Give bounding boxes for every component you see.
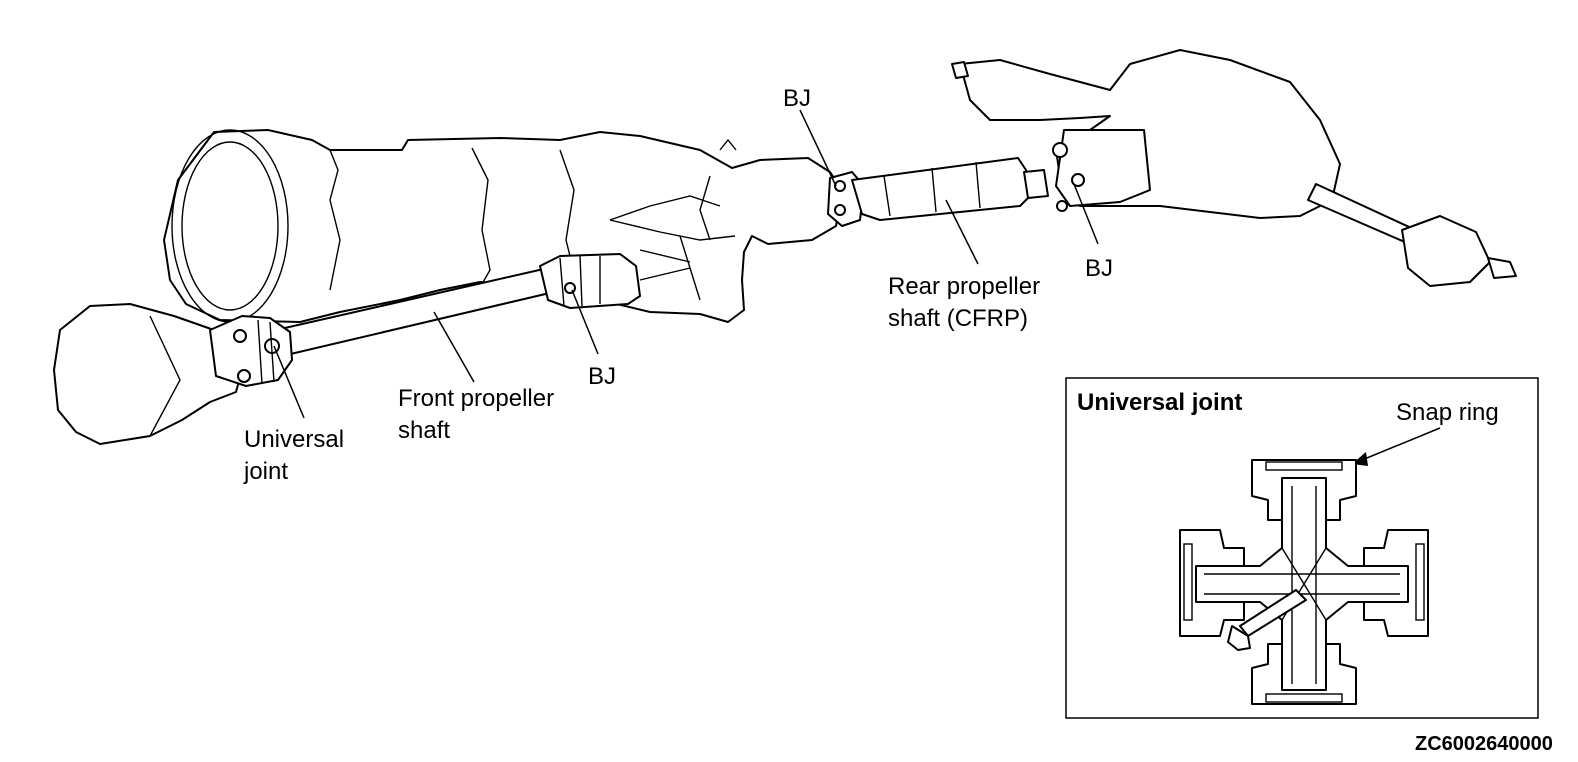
spider-cross bbox=[1179, 459, 1429, 705]
universal-joint-label-line1: Universal bbox=[244, 426, 344, 453]
universal-joint-label-line2: joint bbox=[243, 458, 288, 485]
bj-label-top: BJ bbox=[783, 85, 811, 112]
inset-title: Universal joint bbox=[1077, 389, 1242, 416]
rear-differential bbox=[951, 49, 1517, 287]
front-shaft-label-line2: shaft bbox=[398, 417, 450, 444]
front-shaft-label-line1: Front propeller bbox=[398, 385, 554, 412]
front-propeller-shaft bbox=[275, 253, 641, 357]
transmission-assembly bbox=[163, 129, 843, 323]
bj-label-front: BJ bbox=[588, 363, 616, 390]
bj-label-rear: BJ bbox=[1085, 255, 1113, 282]
front-differential bbox=[53, 303, 243, 445]
rear-shaft-label-line1: Rear propeller bbox=[888, 273, 1040, 300]
snap-ring-label: Snap ring bbox=[1396, 399, 1499, 426]
leader-lines bbox=[273, 109, 1099, 419]
universal-joint-inset: Universal joint Snap ring bbox=[1065, 377, 1539, 719]
figure-code: ZC6002640000 bbox=[1415, 733, 1553, 755]
rear-shaft-label-line2: shaft (CFRP) bbox=[888, 305, 1028, 332]
rear-propeller-shaft bbox=[827, 157, 1049, 227]
universal-joint-front bbox=[209, 315, 293, 387]
